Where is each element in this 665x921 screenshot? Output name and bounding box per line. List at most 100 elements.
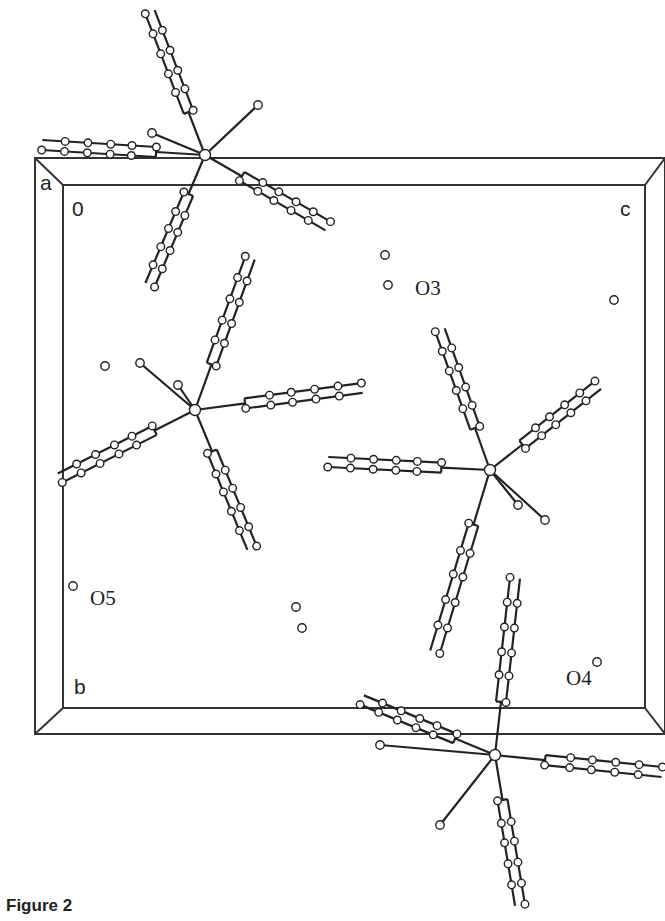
atom (92, 451, 100, 459)
atom (436, 821, 444, 829)
atom (468, 402, 476, 410)
bond (441, 468, 490, 470)
bond (430, 523, 469, 650)
atom (397, 707, 405, 715)
atom (375, 709, 383, 717)
atom (218, 316, 226, 324)
atom (567, 754, 575, 762)
bond (328, 467, 441, 473)
atom (511, 837, 519, 845)
atom (634, 771, 642, 779)
bond (145, 14, 184, 114)
atom (507, 818, 515, 826)
atom (149, 30, 157, 38)
atom (159, 26, 167, 34)
atom (514, 501, 522, 509)
atom (172, 89, 180, 97)
atom (513, 600, 521, 608)
atom (148, 422, 156, 430)
bond (140, 363, 195, 410)
atom (358, 379, 366, 387)
atom (521, 900, 529, 908)
atom (485, 465, 496, 476)
atom (228, 320, 236, 328)
atom (462, 383, 470, 391)
atom (151, 283, 159, 291)
atom (106, 150, 114, 158)
atom (128, 152, 136, 160)
figure-caption: Figure 2 (6, 896, 72, 916)
atom (503, 598, 511, 606)
atom (451, 599, 459, 607)
bond (546, 755, 663, 767)
bond (207, 453, 247, 550)
atom (552, 421, 560, 429)
atom (495, 671, 503, 679)
atom (237, 504, 245, 512)
bond (155, 10, 194, 110)
atom-label: O5 (90, 588, 116, 609)
bond (58, 426, 153, 474)
atom (190, 405, 201, 416)
atom (508, 649, 516, 657)
atom (69, 582, 77, 590)
atom (236, 298, 244, 306)
atom (392, 457, 400, 465)
atom (212, 470, 220, 478)
bond (205, 105, 258, 155)
atom (159, 265, 167, 273)
bond (217, 449, 257, 546)
atom (174, 381, 182, 389)
atom (181, 212, 189, 220)
bond (545, 765, 662, 777)
bond (490, 470, 518, 505)
atom (128, 142, 136, 150)
bond (435, 332, 470, 430)
atom (610, 296, 618, 304)
bond (205, 155, 242, 176)
atom (508, 881, 516, 889)
atom (567, 409, 575, 417)
atom (38, 146, 46, 154)
bond (519, 381, 595, 441)
atom (465, 519, 473, 527)
atom (369, 465, 377, 473)
atom (309, 208, 317, 216)
atom (394, 716, 402, 724)
atom (612, 758, 620, 766)
atom (541, 761, 549, 769)
atom (266, 391, 274, 399)
bond (145, 192, 184, 283)
atom (392, 467, 400, 475)
atom (174, 66, 182, 74)
atom (157, 50, 165, 58)
atom (501, 623, 509, 631)
atom (438, 459, 446, 467)
bond (360, 705, 453, 744)
atom (546, 413, 554, 421)
atom (532, 424, 540, 432)
atom (459, 405, 467, 413)
atom (311, 385, 319, 393)
atom (466, 550, 474, 558)
atom (241, 252, 249, 260)
atom (589, 756, 597, 764)
atom (356, 701, 364, 709)
atom (504, 860, 512, 868)
unit-cell (35, 158, 665, 734)
atom (541, 516, 549, 524)
bond (507, 799, 524, 904)
atom (659, 763, 665, 771)
atom (287, 388, 295, 396)
atom (292, 198, 300, 206)
bond (195, 410, 212, 451)
atom (157, 243, 165, 251)
atom (514, 858, 522, 866)
atom (212, 362, 220, 370)
atom (433, 722, 441, 730)
atom (635, 761, 643, 769)
atom (221, 466, 229, 474)
bond (474, 470, 491, 525)
atom (166, 46, 174, 54)
bond (195, 364, 212, 410)
